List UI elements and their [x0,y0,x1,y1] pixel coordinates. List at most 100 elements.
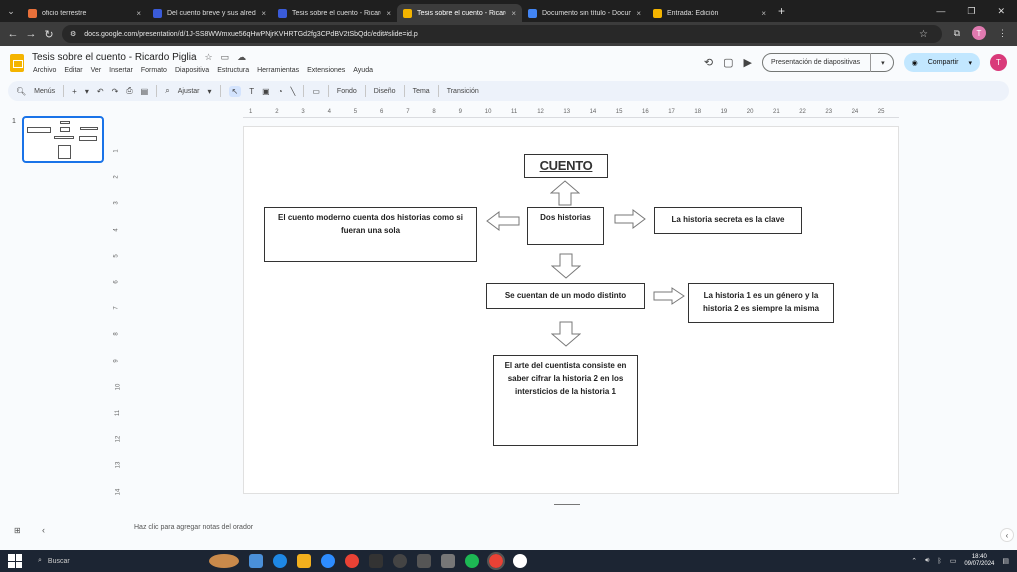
account-avatar[interactable]: T [990,54,1007,71]
taskbar-search[interactable]: ⌕ Buscar [32,552,177,570]
menu-item[interactable]: Estructura [217,67,250,74]
bookmark-star-icon[interactable]: ☆ [919,28,928,40]
browser-tab[interactable]: Tesis sobre el cuento - Ricardo× [397,4,522,22]
chevron-up-icon[interactable]: ⌃ [911,558,918,565]
layout-button[interactable]: Diseño [373,87,396,95]
zoom-select[interactable]: Ajustar [177,87,200,95]
slideshow-button[interactable]: Presentación de diapositivas ▾ [762,53,894,72]
paint-format-icon[interactable]: ▤ [140,86,149,96]
theme-button[interactable]: Tema [412,87,430,95]
move-folder-icon[interactable]: ▭ [220,52,230,62]
spotify-icon[interactable] [465,554,479,568]
clock[interactable]: 18:40 09/07/2024 [964,554,994,568]
arrow-right-icon[interactable] [653,287,685,305]
menu-item[interactable]: Herramientas [257,67,300,74]
app-icon[interactable] [393,554,407,568]
menu-item[interactable]: Diapositiva [174,67,210,74]
chevron-down-icon[interactable]: ▾ [207,86,212,96]
star-icon[interactable]: ☆ [204,52,213,62]
volume-icon[interactable]: 🔊︎ [925,557,930,564]
text-box-icon[interactable]: T [249,86,255,96]
task-view-icon[interactable] [249,554,263,568]
close-window-icon[interactable]: ✕ [997,5,1005,16]
print-icon[interactable]: ⎙ [126,86,133,95]
title-box[interactable]: CUENTO [524,154,608,178]
slide-thumbnail[interactable] [22,116,104,163]
middle-box[interactable]: Se cuentan de un modo distinto [486,283,645,309]
minimize-icon[interactable]: — [936,6,946,16]
arrow-down-icon[interactable] [551,253,581,279]
browser-tab[interactable]: Entrada: Edición× [647,4,772,22]
notifications-icon[interactable]: ▤ [1002,558,1009,565]
side-panel-toggle-icon[interactable]: ‹ [1000,528,1014,542]
comments-icon[interactable]: ▢ [723,57,734,69]
image-icon[interactable]: ▣ [262,86,270,96]
history-icon[interactable]: ⟲ [703,57,714,69]
document-title[interactable]: Tesis sobre el cuento - Ricardo Piglia [32,52,197,63]
new-tab-button[interactable]: + [778,4,786,18]
transition-button[interactable]: Transición [446,87,479,95]
share-button[interactable]: ◉ Compartir ▾ [903,53,980,72]
collapse-filmstrip-icon[interactable]: ‹ [42,525,45,535]
arrow-up-icon[interactable] [550,180,580,206]
arrow-down-icon[interactable] [551,321,581,347]
file-explorer-icon[interactable] [297,554,311,568]
browser-profile-avatar[interactable]: T [972,26,986,40]
app-icon[interactable] [513,554,527,568]
close-tab-icon[interactable]: × [386,8,391,18]
cloud-status-icon[interactable]: ☁ [237,52,247,62]
battery-icon[interactable]: ▭ [949,558,957,565]
center-box[interactable]: Dos historias [527,207,604,245]
menu-item[interactable]: Insertar [109,67,133,74]
windows-start-icon[interactable] [8,554,22,568]
browser-tab[interactable]: Del cuento breve y sus alrededo× [147,4,272,22]
meet-icon[interactable]: ▶ [743,57,752,69]
menu-item[interactable]: Extensiones [307,67,346,74]
close-tab-icon[interactable]: × [261,8,266,18]
notes-resize-handle[interactable] [554,504,580,505]
arrow-left-icon[interactable] [486,211,520,231]
search-menus-icon[interactable]: 🔍︎ [16,86,27,96]
bluetooth-icon[interactable]: ᛒ [937,557,942,565]
site-info-icon[interactable]: ⚙ [70,31,77,38]
app-icon[interactable] [417,554,431,568]
slides-logo-icon[interactable] [10,54,24,72]
chevron-down-icon[interactable]: ▾ [968,59,972,67]
comment-icon[interactable]: ▭ [312,86,320,96]
right-box[interactable]: La historia secreta es la clave [654,207,802,234]
zoom-app-icon[interactable] [321,554,335,568]
browser-tab[interactable]: oficio terrestre× [22,4,147,22]
browser-tab[interactable]: Documento sin título - Docume× [522,4,647,22]
browser-tab[interactable]: Tesis sobre el cuento - Ricardo× [272,4,397,22]
widgets-icon[interactable] [209,554,239,568]
restore-icon[interactable]: ❐ [967,5,976,16]
tab-search-icon[interactable]: ⌄ [7,5,15,16]
browser-menu-icon[interactable]: ⋮ [998,27,1007,38]
close-tab-icon[interactable]: × [136,8,141,18]
zoom-icon[interactable]: ⌕ [165,86,170,95]
close-tab-icon[interactable]: × [636,8,641,18]
redo-icon[interactable]: ↷ [111,86,119,96]
forward-icon[interactable]: → [25,28,37,40]
close-tab-icon[interactable]: × [511,8,516,18]
chrome-icon[interactable] [345,554,359,568]
middle-right-box[interactable]: La historia 1 es un género y la historia… [688,283,834,323]
slide-canvas[interactable]: CUENTO Dos historias El cuento moderno c… [243,126,899,494]
shape-icon[interactable]: ◔ [277,86,283,96]
chevron-down-icon[interactable]: ▾ [84,86,89,96]
back-icon[interactable]: ← [7,28,19,40]
menu-item[interactable]: Archivo [33,67,57,74]
menu-item[interactable]: Editar [64,67,83,74]
menu-item[interactable]: Ver [90,67,102,74]
search-menus-button[interactable]: Menús [34,87,56,95]
close-tab-icon[interactable]: × [761,8,766,18]
background-button[interactable]: Fondo [336,87,357,95]
menu-item[interactable]: Formato [140,67,167,74]
select-cursor-icon[interactable]: ↖ [228,85,242,97]
bottom-box[interactable]: El arte del cuentista consiste en saber … [493,355,638,446]
grid-view-icon[interactable]: ⊞ [14,526,21,535]
undo-icon[interactable]: ↶ [96,86,104,96]
extensions-icon[interactable]: ⧉ [953,27,960,38]
arrow-right-icon[interactable] [614,209,646,229]
left-box[interactable]: El cuento moderno cuenta dos historias c… [264,207,477,262]
